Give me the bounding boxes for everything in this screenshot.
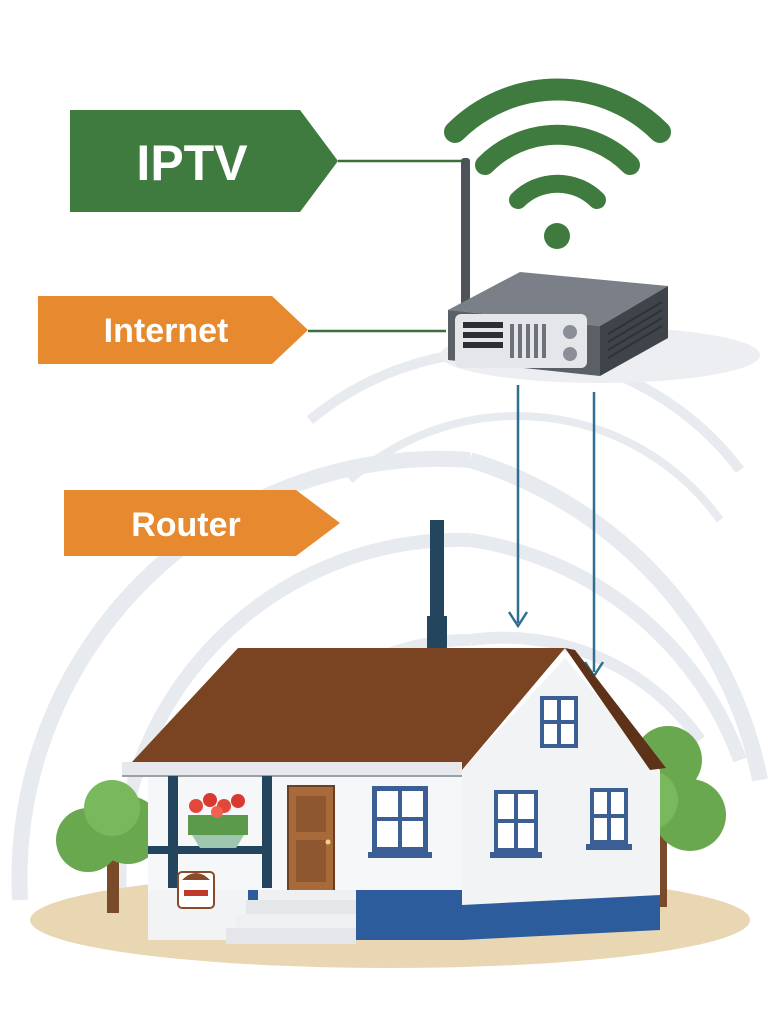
step — [246, 900, 356, 914]
router-top — [448, 272, 668, 326]
planter-base — [192, 835, 244, 848]
house-eave — [122, 762, 462, 776]
window-side-left — [490, 790, 542, 858]
porch-post — [262, 776, 272, 888]
iptv-label: IPTV — [136, 135, 248, 191]
tree-trunk — [107, 855, 119, 913]
porch-sign — [177, 871, 215, 909]
router-device-icon — [440, 158, 760, 383]
wifi-arc-outer — [444, 78, 671, 143]
router-tag: Router — [64, 490, 340, 556]
ring-arc — [469, 631, 705, 744]
planter — [188, 815, 248, 835]
tree-foliage — [84, 780, 140, 836]
router-slot — [463, 342, 503, 348]
window-front — [368, 786, 432, 858]
router-knob — [563, 325, 577, 339]
internet-label: Internet — [104, 312, 229, 350]
door-panel — [296, 796, 326, 832]
house-roof-edge — [565, 648, 666, 770]
door-knob — [325, 839, 331, 845]
house-mast-base — [427, 616, 447, 650]
arrow-head-left — [507, 611, 529, 629]
router-knob — [563, 347, 577, 361]
ring-arc — [467, 452, 768, 782]
router-slot — [463, 332, 503, 338]
door-panel — [296, 840, 326, 882]
internet-tag-shape — [38, 296, 308, 364]
window-attic — [540, 696, 578, 748]
house-base-right — [462, 895, 660, 940]
wifi-arc-middle — [475, 124, 640, 175]
wifi-dot — [544, 223, 570, 249]
step — [236, 914, 356, 928]
porch-rail — [148, 846, 272, 854]
iptv-tag: IPTV — [70, 110, 338, 212]
step — [226, 928, 356, 944]
step — [258, 890, 356, 900]
house-roof-front — [132, 648, 565, 770]
router-vent-grid — [510, 324, 546, 358]
house-illustration — [122, 520, 666, 944]
wifi-signal-icon — [444, 78, 671, 249]
ring-arc — [347, 411, 724, 523]
ring-arc — [468, 533, 747, 763]
wifi-arc-inner — [509, 174, 606, 209]
flower-box-icon — [188, 793, 248, 848]
router-label: Router — [131, 506, 241, 544]
router-tag-shape — [64, 490, 340, 556]
router-slot — [463, 322, 503, 328]
router-side-vents — [607, 301, 663, 359]
window-side-right — [586, 788, 632, 850]
router-antenna — [461, 158, 470, 308]
iptv-tag-shape — [70, 110, 338, 212]
tree-icon-left — [56, 780, 162, 913]
internet-tag: Internet — [38, 296, 308, 364]
porch-post — [168, 776, 178, 888]
